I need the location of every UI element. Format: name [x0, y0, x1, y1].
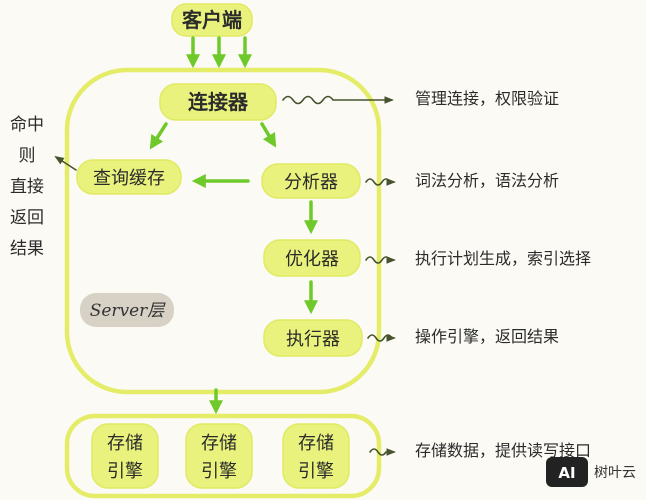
analyzer-node: 分析器	[261, 163, 361, 199]
watermark: AI 树叶云	[546, 457, 636, 487]
arrow-connector-to-cache	[149, 122, 168, 150]
server-layer-label: Server层	[90, 301, 167, 321]
analyzer-blob	[261, 163, 361, 199]
server-layer-tag: Server层	[80, 293, 174, 327]
storage-engine-3-blob	[282, 423, 350, 489]
storage-engine-1-blob	[91, 423, 159, 489]
connector-node: 连接器	[159, 83, 277, 121]
cache-hit-line-1: 命中	[10, 115, 44, 135]
optimizer-label: 优化器	[285, 249, 339, 270]
storage-engine-1: 存储 引擎	[91, 423, 159, 489]
optimizer-node: 优化器	[263, 239, 361, 277]
squiggle-arrow-connector	[282, 95, 394, 105]
client-label: 客户端	[181, 8, 242, 32]
storage-engine-2: 存储 引擎	[185, 423, 253, 489]
query-cache-node: 查询缓存	[76, 159, 182, 195]
cache-hit-line-4: 返回	[10, 208, 44, 228]
squiggle-arrow-storage	[369, 448, 396, 456]
connector-label: 连接器	[188, 90, 249, 114]
storage-engine-3-line-2: 引擎	[298, 461, 334, 482]
query-cache-blob	[76, 159, 182, 195]
cache-hit-note: 命中 则 直接 返回 结果	[10, 115, 44, 259]
squiggle-arrow-executor	[367, 334, 396, 342]
executor-annotation: 操作引擎，返回结果	[415, 327, 559, 346]
server-layer-tag-bg	[80, 293, 174, 327]
watermark-badge-text: AI	[558, 464, 575, 482]
squiggle-arrow-optimizer	[365, 256, 396, 264]
executor-node: 执行器	[263, 319, 363, 357]
query-cache-label: 查询缓存	[93, 168, 165, 189]
arrow-cache-to-hit-note	[54, 155, 77, 171]
arrow-connector-to-analyzer	[260, 122, 277, 148]
connector-annotation: 管理连接，权限验证	[415, 89, 559, 108]
cache-hit-line-5: 结果	[10, 239, 44, 259]
storage-engine-2-line-1: 存储	[201, 433, 237, 454]
analyzer-annotation: 词法分析，语法分析	[415, 171, 559, 190]
cache-hit-line-2: 则	[19, 146, 36, 166]
storage-engine-3-line-1: 存储	[298, 433, 334, 454]
storage-engine-2-blob	[185, 423, 253, 489]
connector-blob	[159, 83, 277, 121]
watermark-badge	[546, 457, 588, 487]
client-blob	[171, 3, 253, 37]
client-node: 客户端	[171, 3, 253, 37]
optimizer-annotation: 执行计划生成，索引选择	[415, 249, 591, 268]
cache-hit-line-3: 直接	[10, 177, 44, 197]
storage-engine-2-line-2: 引擎	[201, 461, 237, 482]
storage-layer-frame	[64, 413, 382, 499]
storage-engine-1-line-1: 存储	[107, 433, 143, 454]
storage-engine-3: 存储 引擎	[282, 423, 350, 489]
storage-engine-1-line-2: 引擎	[107, 461, 143, 482]
executor-blob	[263, 319, 363, 357]
server-layer-frame	[64, 67, 382, 395]
storage-annotation: 存储数据，提供读写接口	[415, 441, 591, 460]
executor-label: 执行器	[286, 329, 340, 350]
optimizer-blob	[263, 239, 361, 277]
squiggle-arrow-analyzer	[365, 178, 396, 186]
watermark-text: 树叶云	[594, 465, 636, 481]
analyzer-label: 分析器	[284, 172, 338, 193]
